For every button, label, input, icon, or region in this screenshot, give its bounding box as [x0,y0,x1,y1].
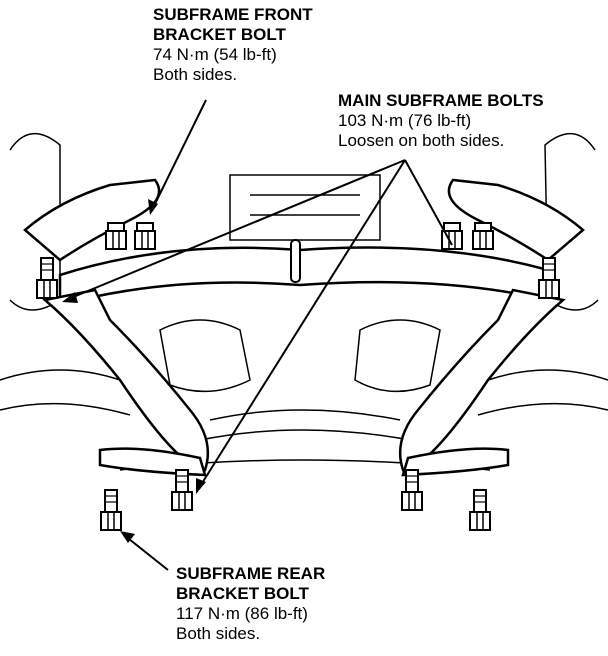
main-bolts-callout: MAIN SUBFRAME BOLTS 103 N·m (76 lb-ft) L… [338,91,544,151]
front-bracket-note: Both sides. [153,65,238,84]
rear-bracket-note: Both sides. [176,624,261,643]
center-slot [290,239,301,283]
rear-bracket-torque: 117 N·m (86 lb-ft) [176,604,308,623]
leader-lines [65,99,453,571]
rear-bracket-callout: SUBFRAME REAR BRACKET BOLT 117 N·m (86 l… [176,564,325,644]
arrowheads [62,199,206,543]
rear-bracket-title-2: BRACKET BOLT [176,584,309,603]
rear-bracket-title-1: SUBFRAME REAR [176,564,326,583]
front-bracket-callout: SUBFRAME FRONT BRACKET BOLT 74 N·m (54 l… [153,5,313,85]
subframe-body [23,178,585,477]
main-bolts-title: MAIN SUBFRAME BOLTS [338,91,544,110]
front-bracket-title-2: BRACKET BOLT [153,25,286,44]
front-bracket-title-1: SUBFRAME FRONT [153,5,313,24]
main-bolts-torque: 103 N·m (76 lb-ft) [338,111,472,130]
front-bracket-torque: 74 N·m (54 lb-ft) [153,45,277,64]
main-bolts-note: Loosen on both sides. [338,131,505,150]
rear-bracket-bolts [100,489,491,531]
